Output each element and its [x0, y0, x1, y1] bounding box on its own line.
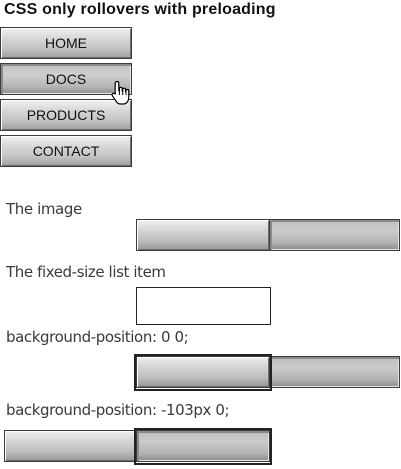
- caption-position-zero: background-position: 0 0;: [6, 328, 189, 346]
- caption-image: The image: [6, 200, 82, 218]
- nav-item-docs[interactable]: DOCS: [0, 63, 132, 95]
- hand-pointer-icon: [111, 80, 130, 105]
- sprite-normal-half: [136, 219, 270, 251]
- list-item-frame-offset: [134, 428, 272, 465]
- page-title: CSS only rollovers with preloading: [4, 1, 276, 18]
- sprite-hidden-normal: [4, 430, 137, 462]
- caption-list-item: The fixed-size list item: [6, 263, 166, 281]
- nav-item-home[interactable]: HOME: [0, 27, 132, 59]
- nav-item-products[interactable]: PRODUCTS: [0, 99, 132, 131]
- nav-item-contact[interactable]: CONTACT: [0, 135, 132, 167]
- sprite-visible-hover: [136, 430, 270, 462]
- sprite-hover-half: [269, 219, 400, 251]
- list-item-frame-zero: [134, 354, 272, 391]
- caption-position-offset: background-position: -103px 0;: [6, 401, 230, 419]
- sprite-hidden-hover: [269, 356, 400, 388]
- fixed-size-list-item-box: [136, 287, 271, 325]
